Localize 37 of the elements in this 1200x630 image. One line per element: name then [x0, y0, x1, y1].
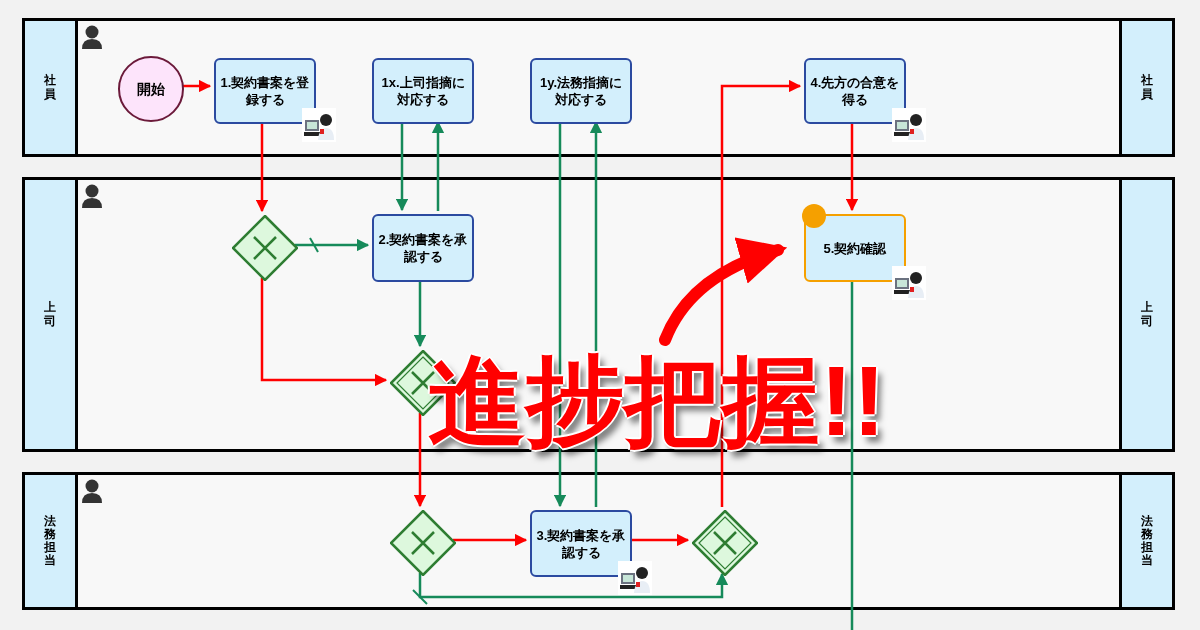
flow-arrow: [260, 278, 388, 387]
flow-arrow: [395, 121, 409, 212]
flow-arrow: [412, 572, 729, 605]
task-box: [372, 214, 474, 282]
lane-label: 法務担当: [44, 514, 56, 568]
swimlane: [22, 472, 1175, 610]
gateway-diamond: [692, 510, 758, 576]
lane-label: 法務担当: [1141, 514, 1153, 568]
swimlane: [22, 18, 1175, 157]
flow-arrow: [181, 79, 212, 93]
flow-arrow: [845, 121, 859, 212]
flow-arrow: [453, 533, 528, 547]
gateway-diamond: [232, 215, 298, 281]
task-label: 2.契約書案を承認する: [377, 231, 469, 265]
task-label: 5.契約確認: [823, 239, 887, 257]
task-label: 1x.上司指摘に対応する: [380, 74, 466, 108]
lane-label: 上司: [44, 301, 56, 328]
lane-label: 社員: [44, 74, 56, 101]
task-label: 1.契約書案を登録する: [219, 74, 311, 108]
flow-arrow: [659, 238, 788, 346]
task-box: [372, 58, 474, 124]
flow-arrow: [295, 237, 370, 253]
task-box: [530, 58, 632, 124]
task-label: 3.契約書案を承認する: [535, 526, 627, 561]
flow-arrow: [413, 279, 427, 348]
flow-arrow: [553, 121, 567, 508]
lane-label: 社員: [1141, 74, 1153, 101]
gateway-diamond: [390, 510, 456, 576]
task-label: 4.先方の合意を得る: [809, 74, 901, 108]
task-label: 1y.法務指摘に対応する: [538, 74, 624, 108]
lane-label: 上司: [1141, 301, 1153, 328]
flow-arrow: [255, 121, 269, 213]
flow-arrow: [720, 79, 802, 507]
flow-arrow: [413, 413, 427, 508]
event-label: 開始: [137, 79, 165, 99]
flow-arrow: [629, 533, 690, 547]
swimlane: [22, 177, 1175, 452]
